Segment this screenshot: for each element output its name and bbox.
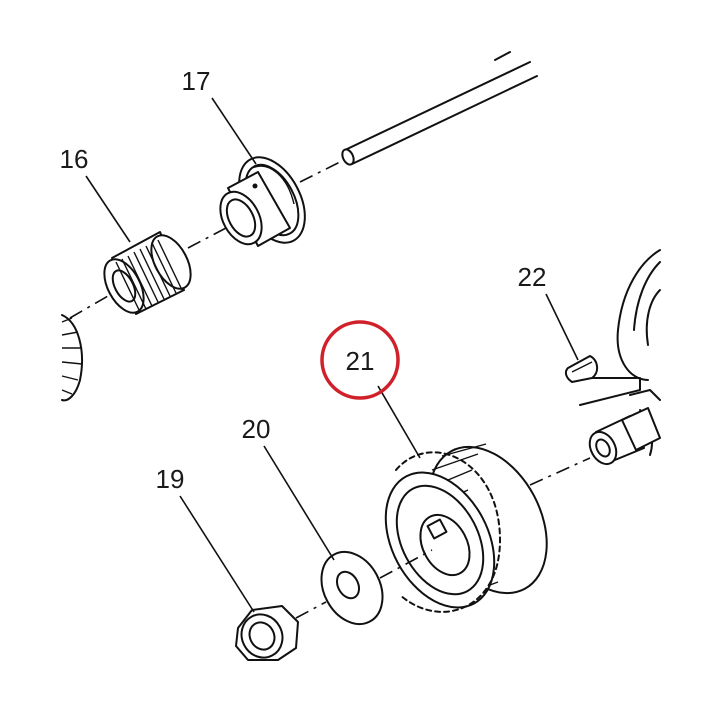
partial-left-gear xyxy=(61,314,83,402)
callout-16[interactable]: 16 xyxy=(60,144,89,174)
callout-17[interactable]: 17 xyxy=(182,66,211,96)
leader-19 xyxy=(179,495,255,613)
bushing-hole-icon xyxy=(252,183,258,189)
part-20-washer[interactable] xyxy=(295,541,395,634)
leader-21 xyxy=(377,385,421,459)
callout-19[interactable]: 19 xyxy=(156,464,185,494)
callout-22[interactable]: 22 xyxy=(518,262,547,292)
leader-22 xyxy=(545,293,579,361)
leader-lines xyxy=(85,97,579,613)
part-22-key[interactable] xyxy=(564,355,598,383)
shaft xyxy=(299,51,538,183)
leader-17 xyxy=(211,97,257,165)
part-19-hex-nut[interactable] xyxy=(234,605,299,665)
housing-arm xyxy=(529,249,661,486)
leader-20 xyxy=(263,445,335,561)
callout-20[interactable]: 20 xyxy=(242,414,271,444)
part-17-flanged-bushing[interactable] xyxy=(212,146,318,254)
callout-21[interactable]: 21 xyxy=(346,346,375,376)
leader-16 xyxy=(85,175,131,243)
part-16-needle-bearing[interactable] xyxy=(69,227,227,319)
highlight-circle xyxy=(320,320,400,400)
part-21-gear-pulley[interactable] xyxy=(364,427,571,626)
